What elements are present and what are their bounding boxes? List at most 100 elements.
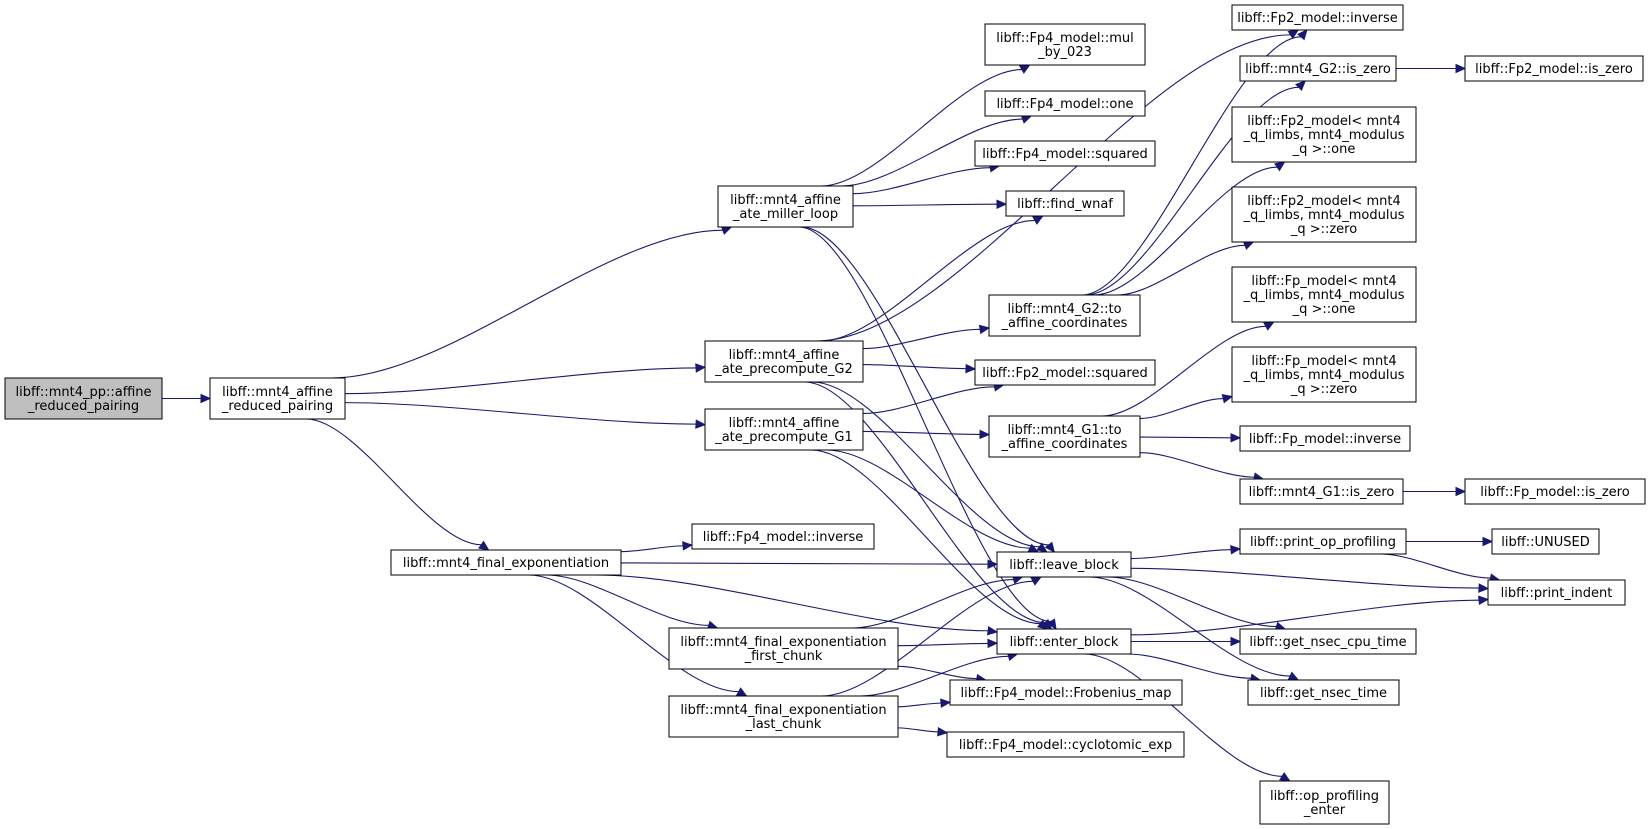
node-fp4one[interactable]: libff::Fp4_model::one (984, 90, 1146, 117)
node-frob[interactable]: libff::Fp4_model::Frobenius_map (949, 679, 1183, 706)
node-label: libff::mnt4_affine (730, 193, 841, 208)
node-label: libff::mnt4_final_exponentiation (680, 635, 886, 650)
node-g2aff[interactable]: libff::mnt4_G2::to_affine_coordinates (988, 294, 1141, 337)
edge-printop-to-indent (1380, 553, 1501, 583)
edge-line (852, 167, 991, 195)
node-printop[interactable]: libff::print_op_profiling (1239, 528, 1407, 555)
node-label: _reduced_pairing (27, 399, 139, 414)
node-fp2iszero[interactable]: libff::Fp2_model::is_zero (1464, 55, 1644, 82)
edge-finexp-to-fp4inv (620, 541, 694, 553)
node-fp2zero[interactable]: libff::Fp2_model< mnt4_q_limbs, mnt4_mod… (1231, 186, 1417, 243)
node-arp[interactable]: libff::mnt4_affine_reduced_pairing (209, 377, 346, 420)
arrowhead-icon (1230, 433, 1242, 443)
node-box (1259, 780, 1390, 825)
node-label: libff::Fp4_model::squared (982, 147, 1147, 162)
edge-miller-to-fp4one (841, 114, 1033, 187)
edge-enter-to-cpu (1131, 636, 1242, 647)
edge-line (1139, 452, 1255, 478)
edge-arp-to-miller (331, 225, 733, 379)
arrowhead-icon (200, 393, 212, 404)
node-fp4inv[interactable]: libff::Fp4_model::inverse (691, 523, 875, 550)
node-last[interactable]: libff::mnt4_final_exponentiation_last_ch… (668, 695, 899, 738)
node-fp2one[interactable]: libff::Fp2_model< mnt4_q_limbs, mnt4_mod… (1231, 106, 1417, 163)
node-preG2[interactable]: libff::mnt4_affine_ate_precompute_G2 (704, 340, 864, 383)
node-unused[interactable]: libff::UNUSED (1491, 528, 1600, 555)
node-fpone[interactable]: libff::Fp_model< mnt4_q_limbs, mnt4_modu… (1231, 266, 1417, 323)
edge-line (860, 655, 1009, 697)
node-opent[interactable]: libff::op_profiling_enter (1259, 780, 1390, 825)
node-label: libff::Fp_model< mnt4 (1251, 354, 1396, 369)
node-fpiszero[interactable]: libff::Fp_model::is_zero (1464, 478, 1646, 505)
node-label: _q_limbs, mnt4_modulus (1243, 208, 1405, 223)
node-label: _affine_coordinates (1001, 437, 1128, 452)
node-box (1239, 628, 1417, 655)
edge-arp-to-finexp (306, 418, 490, 551)
node-box (1231, 106, 1417, 163)
arrowhead-icon (695, 419, 707, 429)
edge-preG2-to-fp2inv (815, 29, 1300, 342)
node-mul023[interactable]: libff::Fp4_model::mul_by_023 (984, 23, 1146, 66)
node-nsec[interactable]: libff::get_nsec_time (1247, 679, 1400, 706)
edge-g2aff-to-fp2inv (1081, 29, 1308, 296)
node-box (1239, 55, 1397, 82)
node-g2zero[interactable]: libff::mnt4_G2::is_zero (1239, 55, 1397, 82)
arrowhead-icon (1036, 542, 1048, 553)
node-g1aff[interactable]: libff::mnt4_G1::to_affine_coordinates (988, 415, 1141, 458)
node-label: _q >::zero (1290, 222, 1357, 237)
node-enter[interactable]: libff::enter_block (996, 628, 1132, 655)
node-label: _ate_precompute_G1 (714, 430, 853, 445)
arrowhead-icon (1295, 80, 1307, 92)
arrowhead-icon (986, 625, 999, 636)
node-indent[interactable]: libff::print_indent (1487, 579, 1626, 606)
node-box (1231, 346, 1417, 403)
edge-line (1106, 576, 1277, 628)
node-label: _q_limbs, mnt4_modulus (1243, 128, 1405, 143)
node-box (1239, 528, 1407, 555)
node-label: libff::mnt4_G2::is_zero (1245, 62, 1391, 77)
node-box (1239, 478, 1404, 505)
edge-line (862, 364, 967, 370)
node-label: libff::get_nsec_time (1260, 686, 1387, 701)
node-box (1247, 679, 1400, 706)
edge-last-to-cyclo (897, 727, 949, 737)
node-label: libff::Fp2_model< mnt4 (1247, 114, 1400, 129)
node-preG1[interactable]: libff::mnt4_affine_ate_precompute_G1 (704, 408, 864, 451)
node-box (946, 731, 1185, 758)
node-cyclo[interactable]: libff::Fp4_model::cyclotomic_exp (946, 731, 1185, 758)
node-cpu[interactable]: libff::get_nsec_cpu_time (1239, 628, 1417, 655)
node-root: libff::mnt4_pp::affine_reduced_pairing (4, 377, 163, 420)
node-finexp[interactable]: libff::mnt4_final_exponentiation (390, 549, 622, 576)
node-leave[interactable]: libff::leave_block (996, 551, 1132, 578)
arrowhead-icon (987, 559, 999, 569)
edge-preG1-to-g1aff (862, 429, 991, 440)
node-label: libff::mnt4_G2::to (1007, 302, 1121, 317)
edge-miller-to-wnaf (852, 199, 1008, 210)
node-box (1005, 190, 1125, 217)
edge-leave-to-printop (1130, 544, 1242, 560)
node-label: libff::Fp_model::inverse (1249, 432, 1401, 447)
edge-miller-to-leave (801, 226, 1056, 553)
node-box (984, 90, 1146, 117)
edge-arp-to-preG1 (344, 402, 707, 429)
node-fpzero[interactable]: libff::Fp_model< mnt4_q_limbs, mnt4_modu… (1231, 346, 1417, 403)
arrowhead-icon (682, 541, 694, 551)
edge-line (862, 328, 981, 350)
edge-line (862, 430, 981, 435)
node-g1zero[interactable]: libff::mnt4_G1::is_zero (1239, 478, 1404, 505)
edge-line (1085, 86, 1299, 296)
node-fp4sq[interactable]: libff::Fp4_model::squared (974, 140, 1156, 167)
node-box (691, 523, 875, 550)
node-miller[interactable]: libff::mnt4_affine_ate_miller_loop (717, 185, 854, 228)
arrowhead-icon (720, 225, 733, 235)
node-fp2sq[interactable]: libff::Fp2_model::squared (974, 359, 1156, 386)
edge-line (821, 580, 1034, 697)
node-wnaf[interactable]: libff::find_wnaf (1005, 190, 1125, 217)
node-label: _q_limbs, mnt4_modulus (1243, 288, 1405, 303)
node-label: libff::Fp4_model::mul (996, 31, 1133, 46)
node-fp2inv[interactable]: libff::Fp2_model::inverse (1231, 4, 1404, 31)
edge-finexp-to-enter (594, 574, 999, 636)
node-fpinv[interactable]: libff::Fp_model::inverse (1239, 425, 1411, 452)
arrowhead-icon (1230, 636, 1242, 647)
node-first[interactable]: libff::mnt4_final_exponentiation_first_c… (668, 627, 899, 670)
node-box (209, 377, 346, 420)
